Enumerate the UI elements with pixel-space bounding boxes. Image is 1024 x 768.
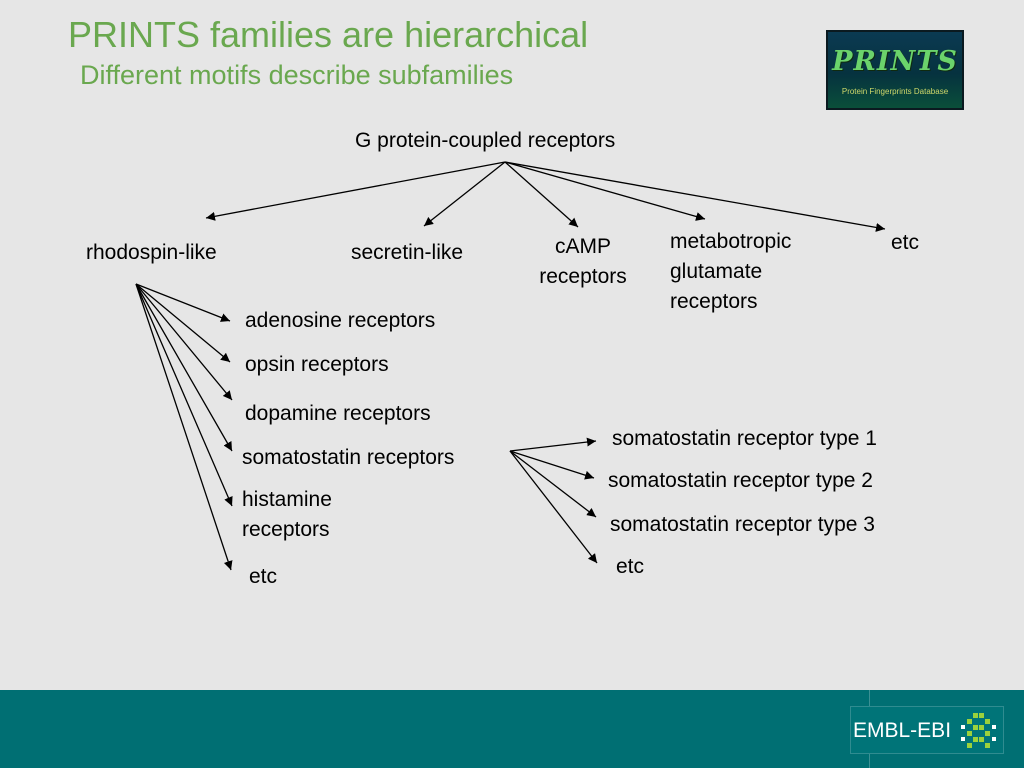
prints-logo-tagline: Protein Fingerprints Database bbox=[841, 87, 949, 96]
arrow-rhodopsin-to-dopamine bbox=[135, 283, 233, 401]
arrow-somatostatin-to-type2 bbox=[509, 450, 595, 480]
arrow-rhodopsin-to-etc bbox=[135, 283, 233, 571]
node-camp: cAMP receptors bbox=[520, 232, 646, 292]
node-opsin: opsin receptors bbox=[245, 353, 389, 376]
node-somatostatin-type1: somatostatin receptor type 1 bbox=[612, 427, 877, 450]
arrow-rhodopsin-to-adenosine bbox=[135, 283, 231, 322]
arrow-root-to-etc bbox=[504, 161, 886, 232]
prints-logo-name: PRINTS bbox=[832, 46, 958, 77]
hierarchy-arrows bbox=[135, 161, 886, 571]
node-histamine: histamine receptors bbox=[242, 485, 332, 545]
node-dopamine: dopamine receptors bbox=[245, 402, 431, 425]
node-somatostatin: somatostatin receptors bbox=[242, 446, 455, 469]
node-rhodopsin: rhodospin-like bbox=[86, 241, 217, 264]
node-camp-line1: cAMP bbox=[554, 235, 611, 258]
node-families-etc: etc bbox=[891, 231, 920, 254]
node-somatostatin-type2: somatostatin receptor type 2 bbox=[608, 469, 873, 492]
node-metabotropic-line1: metabotropic bbox=[670, 230, 792, 253]
footer-bar: EMBL-EBI bbox=[0, 690, 1024, 768]
arrow-root-to-metabotropic bbox=[504, 161, 706, 221]
arrow-rhodopsin-to-somatostatin bbox=[135, 283, 233, 452]
embl-ebi-logo-text: EMBL-EBI bbox=[853, 719, 952, 742]
arrow-rhodopsin-to-histamine bbox=[135, 283, 233, 507]
prints-logo: PRINTS Protein Fingerprints Database bbox=[826, 30, 964, 110]
embl-ebi-logo: EMBL-EBI bbox=[850, 706, 1004, 754]
node-root: G protein-coupled receptors bbox=[355, 129, 616, 152]
node-camp-line2: receptors bbox=[539, 265, 627, 288]
node-metabotropic-line3: receptors bbox=[670, 290, 758, 313]
node-metabotropic-line2: glutamate bbox=[670, 260, 763, 283]
slide-subtitle: Different motifs describe subfamilies bbox=[80, 60, 514, 90]
arrow-root-to-rhodopsin bbox=[205, 161, 506, 221]
arrow-somatostatin-to-type1 bbox=[509, 437, 597, 452]
node-histamine-line1: histamine bbox=[242, 488, 332, 511]
arrow-root-to-secretin bbox=[423, 161, 506, 227]
node-somatostatin-type3: somatostatin receptor type 3 bbox=[610, 513, 875, 536]
node-metabotropic: metabotropic glutamate receptors bbox=[670, 227, 791, 317]
node-rhodopsin-etc: etc bbox=[249, 565, 278, 588]
arrow-root-to-camp bbox=[504, 161, 579, 228]
node-adenosine: adenosine receptors bbox=[245, 309, 436, 332]
node-secretin: secretin-like bbox=[351, 241, 464, 264]
arrow-somatostatin-to-type3 bbox=[509, 450, 597, 518]
arrow-rhodopsin-to-opsin bbox=[135, 283, 231, 363]
embl-ebi-helix-icon bbox=[961, 713, 996, 748]
slide-title: PRINTS families are hierarchical bbox=[68, 14, 589, 55]
node-somatostatin-etc: etc bbox=[616, 555, 645, 578]
node-histamine-line2: receptors bbox=[242, 518, 330, 541]
arrow-somatostatin-to-etc bbox=[509, 450, 598, 564]
